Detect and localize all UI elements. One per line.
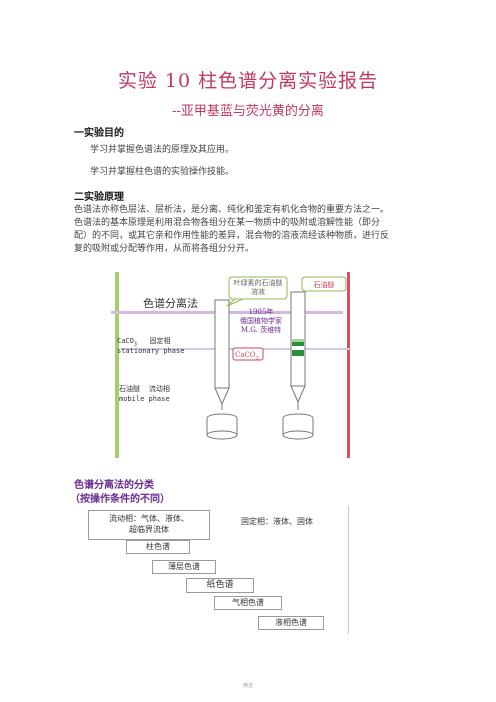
callout-chlorophyll: 叶绿素的石油醚 溶液 <box>233 279 283 296</box>
step-liquid-chromatography: 液相色谱 <box>258 616 324 630</box>
purpose-item-2: 学习并掌握柱色谱的实验操作技能。 <box>90 167 235 177</box>
page-title: 实验 10 柱色谱分离实验报告 <box>117 70 379 92</box>
step-thin-layer-chromatography: 薄层色谱 <box>152 560 216 574</box>
principle-line-3: 配）的不同，或其它亲和作用性能的差异，混合物的溶液流经该种物质，进行反 <box>74 231 390 241</box>
fig1-title: 色谱分离法 <box>143 297 198 310</box>
principle-line-2: 色谱法的基本原理是利用混合物各组分在某一物质中的吸附或溶解性能（即分 <box>74 218 381 228</box>
principle-line-4: 复的吸附或分配等作用，从而将各组分分开。 <box>74 244 255 254</box>
purpose-item-1: 学习并掌握色谱法的原理及其应用。 <box>90 145 235 155</box>
stationary-phase-label: CaCO3 固定相 <box>117 337 171 348</box>
section-heading-principle: 二实验原理 <box>74 192 124 203</box>
section-heading-purpose: 一实验目的 <box>74 128 124 139</box>
step-paper-chromatography: 纸色谱 <box>186 578 254 593</box>
chromatography-figure: 色谱分离法 叶绿素的石油醚 溶液 石油醚 1905年 俄国植物学家 M.G. 茨… <box>103 272 351 458</box>
principle-line-1: 色谱法亦称色层法、层析法，是分离、纯化和鉴定有机化合物的重要方法之一。 <box>74 205 390 215</box>
fig2-heading: 色谱分离法的分类 <box>74 480 154 491</box>
fig2-divider <box>348 506 349 634</box>
page-subtitle: --亚甲基蓝与荧光黄的分离 <box>172 104 324 119</box>
page-footer: 精选 <box>242 683 253 689</box>
stationary-phase-en: stationary phase <box>117 347 185 355</box>
mobile-phase-box: 流动相：气体、液体、 超临界流体 <box>88 510 210 540</box>
callout-petroleum-ether: 石油醚 <box>313 281 335 289</box>
chromatography-illustration <box>111 272 351 458</box>
scientist-note: 1905年 俄国植物学家 M.G. 茨维特 <box>240 308 282 334</box>
mobile-phase-label: 石油醚 流动相 <box>119 385 170 393</box>
caco3-label: CaCO3 <box>235 351 259 362</box>
stationary-phase-box: 固定相：液体、固体 <box>228 514 326 530</box>
fig2-subheading: （按操作条件的不同） <box>70 494 170 505</box>
step-gas-chromatography: 气相色谱 <box>214 596 282 610</box>
mobile-phase-en: mobile phase <box>119 395 170 403</box>
step-column-chromatography: 柱色谱 <box>126 540 190 554</box>
